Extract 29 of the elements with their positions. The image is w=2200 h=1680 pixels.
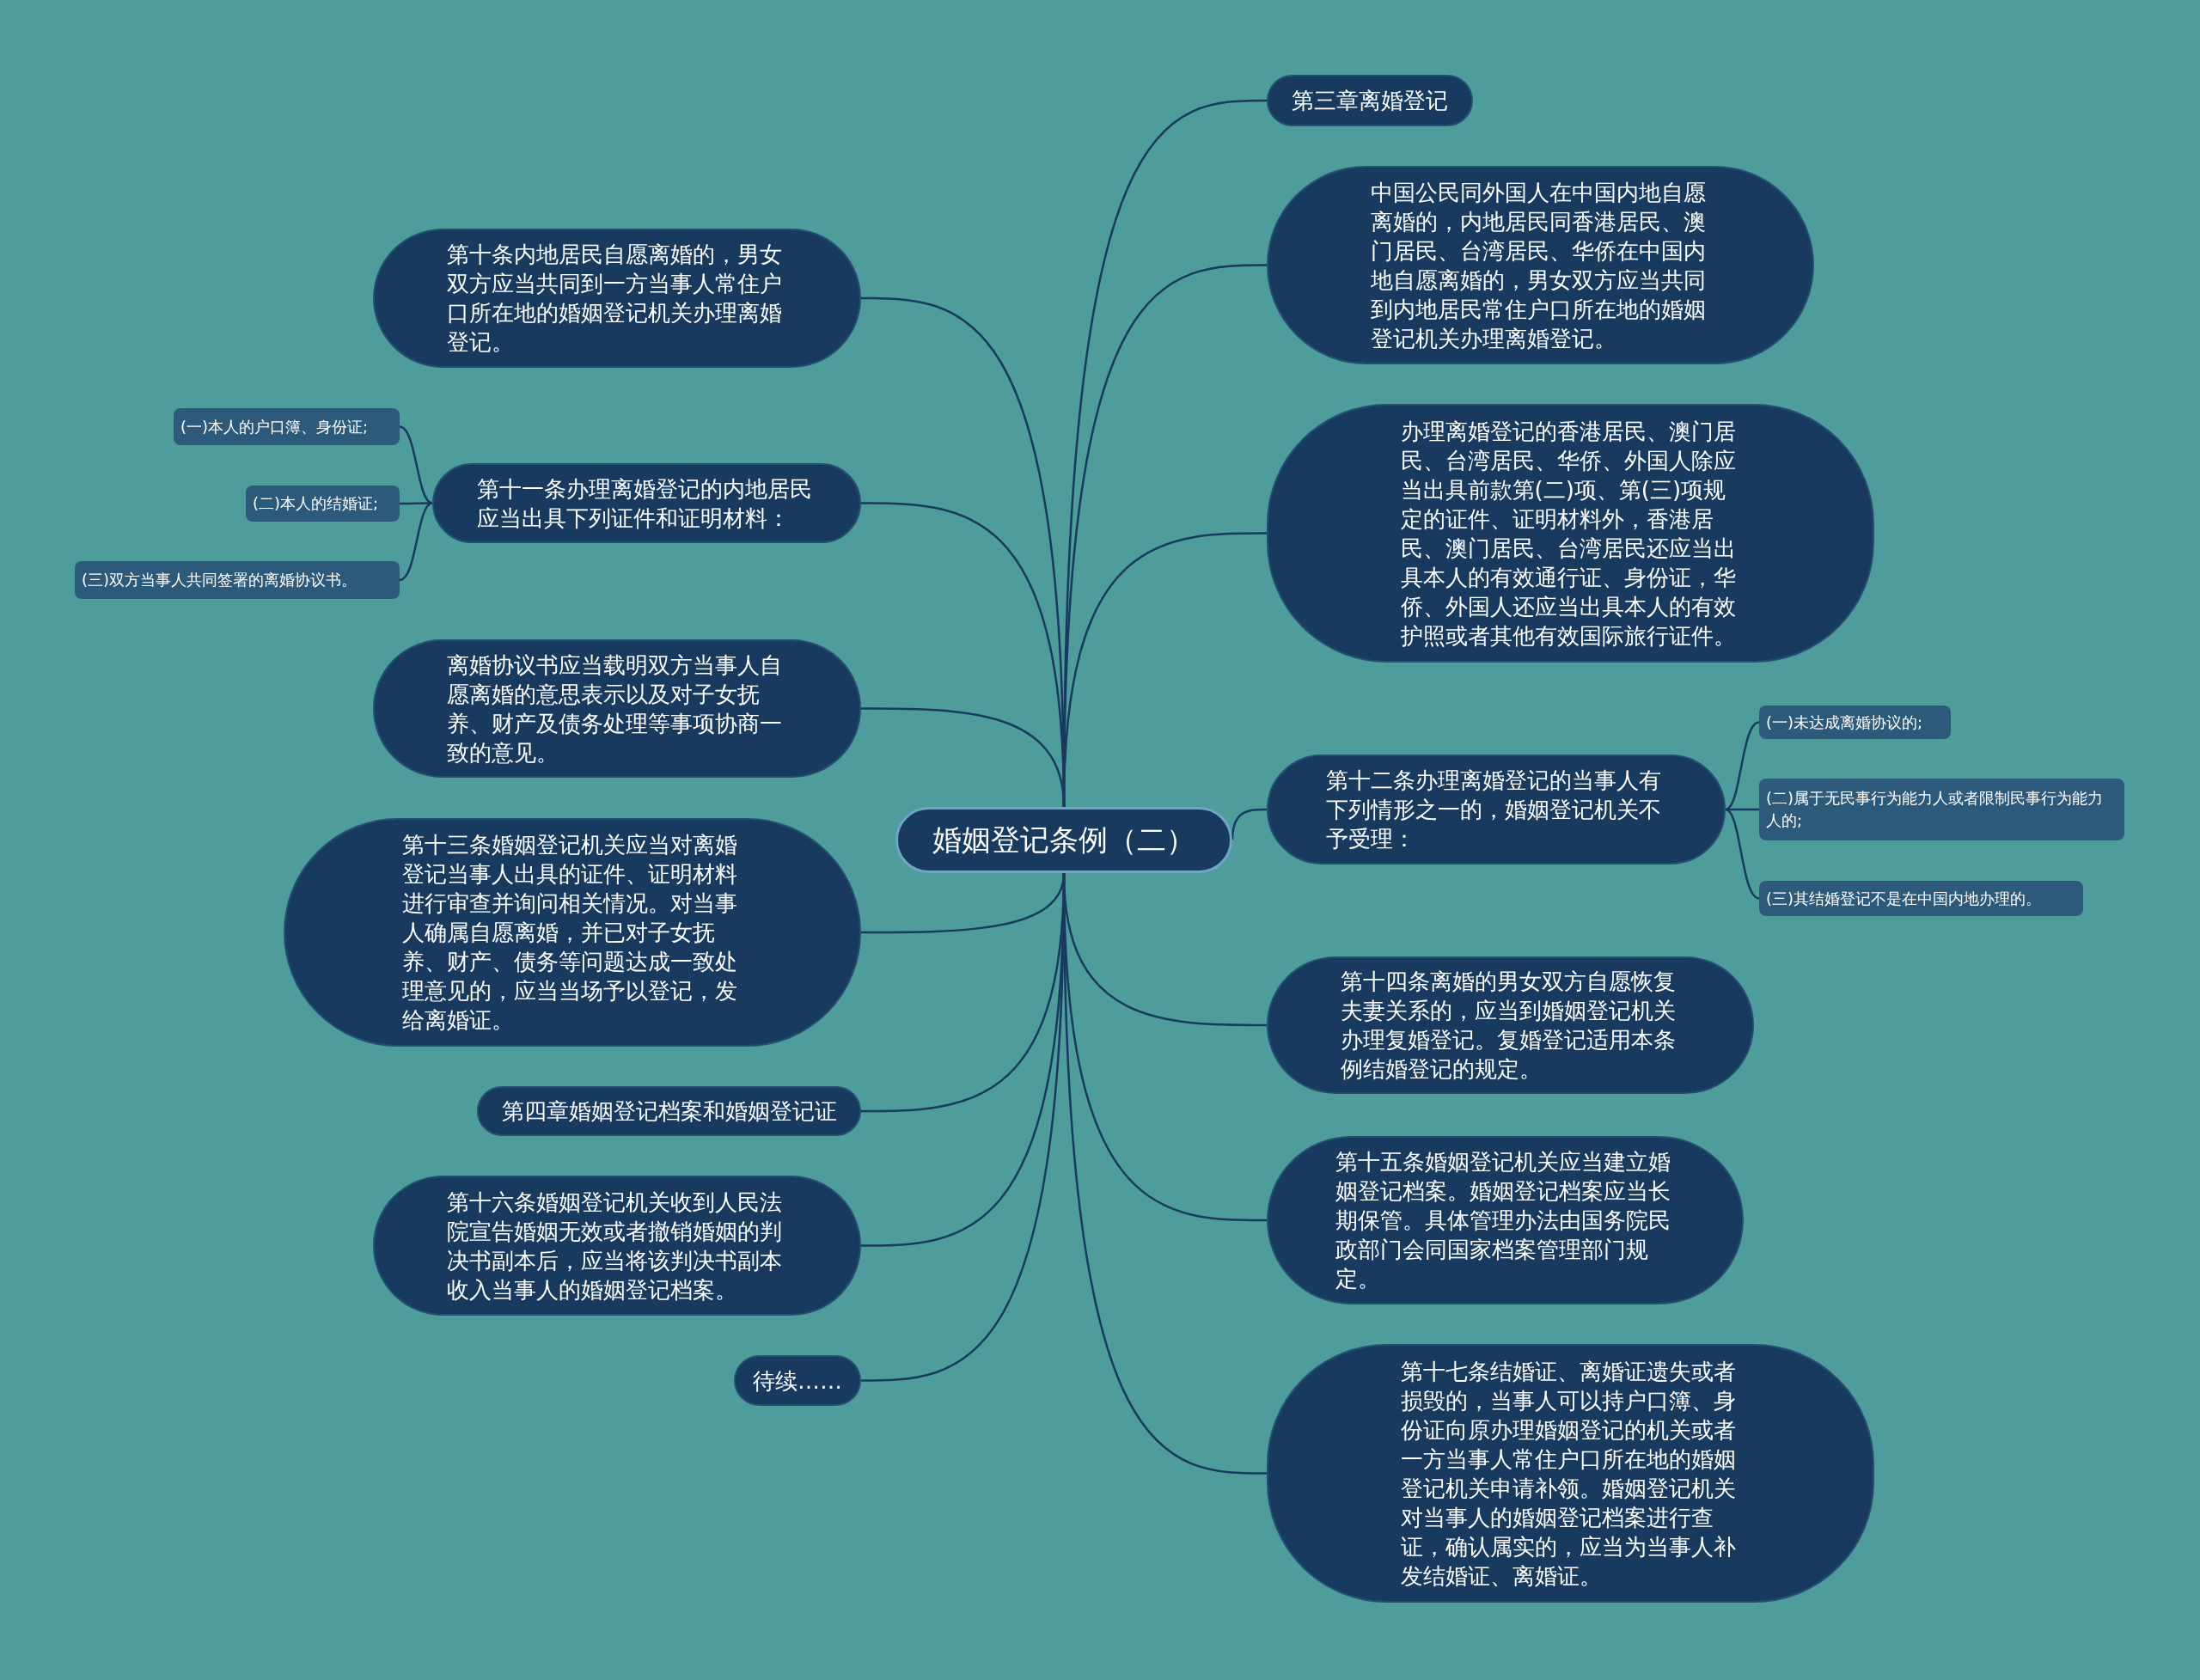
topic-box: 第十一条办理离婚登记的内地居民应当出具下列证件和证明材料： [432,463,861,543]
branch-line [1726,808,1759,811]
topic-box: 第十二条办理离婚登记的当事人有下列情形之一的，婚姻登记机关不予受理： [1267,754,1726,864]
subtopic-box: (一)未达成离婚协议的; [1759,706,1951,739]
branch-line [1725,808,1760,900]
branch-line [1725,721,1760,811]
subtopic-box: (三)双方当事人共同签署的离婚协议书。 [75,561,400,599]
branch-line [861,707,1066,808]
branch-line [1231,808,1267,840]
branch-line [399,425,433,504]
subtopic-box: (三)其结婚登记不是在中国内地办理的。 [1759,881,2083,916]
topic-box: 离婚协议书应当载明双方当事人自愿离婚的意思表示以及对子女抚养、财产及债务处理等事项协商一致的意见。 [373,639,861,778]
topic-box: 第十七条结婚证、离婚证遗失或者损毁的，当事人可以持户口簿、身份证向原办理婚姻登记的机关或者一方当事人常住户口所在地的婚姻登记机关申请补领。婚姻登记机关对当事人的婚姻登记档案进行查证，确认属实的，应当为当事人补发结婚证、离婚证。 [1267,1344,1874,1603]
topic-box: 第十条内地居民自愿离婚的，男女双方应当共同到一方当事人常住户口所在地的婚姻登记机关办理离婚登记。 [373,229,861,368]
central-topic-box: 婚姻登记条例（二） [895,807,1232,873]
topic-box: 第四章婚姻登记档案和婚姻登记证 [477,1086,861,1136]
branch-line [400,502,432,505]
branch-line [399,502,433,582]
subtopic-box: (二)属于无民事行为能力人或者限制民事行为能力人的; [1759,779,2124,840]
topic-box: 第三章离婚登记 [1267,75,1473,126]
topic-box: 第十四条离婚的男女双方自愿恢复夫妻关系的，应当到婚姻登记机关办理复婚登记。复婚登记适用本条例结婚登记的规定。 [1267,956,1754,1094]
subtopic-box: (一)本人的户口簿、身份证; [174,408,400,445]
topic-box: 第十五条婚姻登记机关应当建立婚姻登记档案。婚姻登记档案应当长期保管。具体管理办法由国务院民政部门会同国家档案管理部门规定。 [1267,1136,1744,1304]
subtopic-box: (二)本人的结婚证; [246,486,400,522]
topic-box: 第十三条婚姻登记机关应当对离婚登记当事人出具的证件、证明材料进行审查并询问相关情况。对当事人确属自愿离婚，并已对子女抚养、财产、债务等问题达成一致处理意见的，应当当场予以登记，发给离婚证。 [284,818,861,1047]
topic-box: 办理离婚登记的香港居民、澳门居民、台湾居民、华侨、外国人除应当出具前款第(二)项、第(三)项规定的证件、证明材料外，香港居民、澳门居民、台湾居民还应当出具本人的有效通行证、身份证，华侨、外国人还应当出具本人的有效护照或者其他有效国际旅行证件。 [1267,404,1874,663]
topic-box: 中国公民同外国人在中国内地自愿离婚的，内地居民同香港居民、澳门居民、台湾居民、华侨在中国内地自愿离婚的，男女双方应当共同到内地居民常住户口所在地的婚姻登记机关办理离婚登记。 [1267,166,1814,364]
topic-box: 待续…… [734,1355,861,1406]
topic-box: 第十六条婚姻登记机关收到人民法院宣告婚姻无效或者撤销婚姻的判决书副本后，应当将该判决书副本收入当事人的婚姻登记档案。 [373,1176,861,1316]
